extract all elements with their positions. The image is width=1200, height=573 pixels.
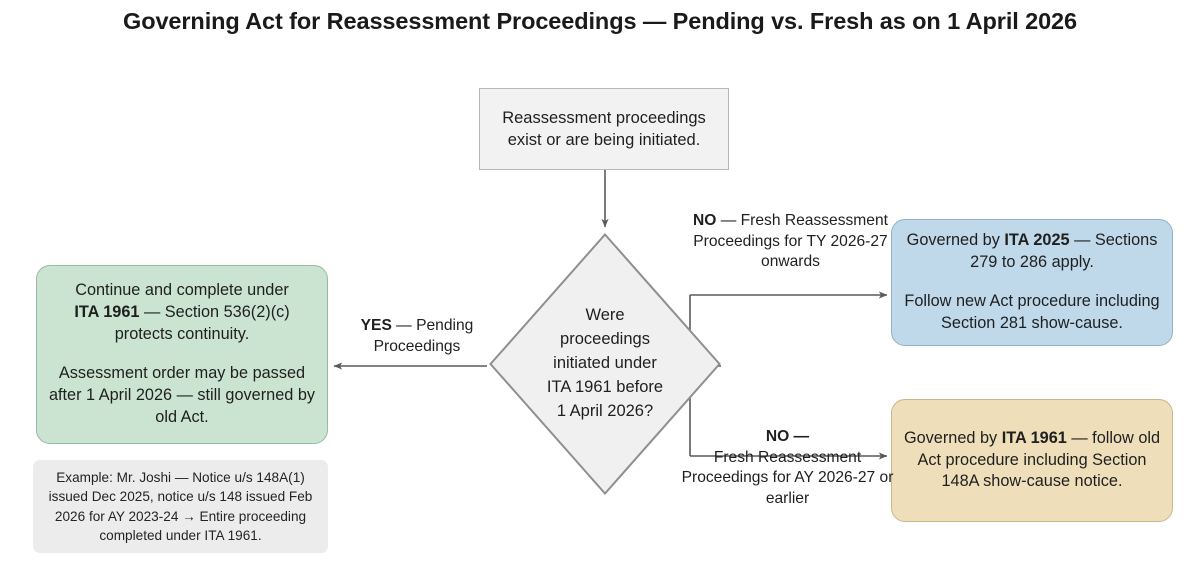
node-fresh-old-act: Governed by ITA 1961 — follow old Act pr… [891,399,1173,522]
new-act-paragraph-1: Governed by ITA 2025 — Sections 279 to 2… [902,230,1162,274]
pending-p1-bold: ITA 1961 [74,303,140,322]
edge-no-old-bold: NO — [765,428,810,445]
node-decision: Were proceedings initiated under ITA 196… [489,233,721,495]
edge-label-no-old-act: NO — Fresh Reassessment Proceedings for A… [680,427,895,510]
note-example: Example: Mr. Joshi — Notice u/s 148A(1) … [33,460,328,553]
new-act-p1-prefix: Governed by [906,231,1005,250]
edge-yes-rest: — Pending Proceedings [373,317,474,355]
edge-label-no-new-act: NO — Fresh Reassessment Proceedings for … [688,211,893,273]
edge-yes-bold: YES [360,317,392,334]
example-note-text: Example: Mr. Joshi — Notice u/s 148A(1) … [48,469,313,543]
decision-line-4: ITA 1961 before [546,377,664,396]
new-act-p1-bold: ITA 2025 [1004,231,1070,250]
edge-no-new-bold: NO [693,212,717,229]
diamond-shape [489,233,721,495]
decision-line-1: Were [585,306,625,325]
pending-paragraph-1: Continue and complete under ITA 1961 — S… [47,280,317,345]
pending-paragraph-2: Assessment order may be passed after 1 A… [48,364,316,426]
new-act-p1-suffix: — Sections 279 to 286 apply. [970,231,1158,272]
pending-p1-suffix: — Section 536(2)(c) protects continuity. [114,303,290,344]
edge-no-old-rest: Fresh Reassessment Proceedings for AY 20… [681,448,894,508]
decision-line-5: 1 April 2026? [556,401,654,420]
node-pending-outcome: Continue and complete under ITA 1961 — S… [36,265,328,444]
decision-line-2: proceedings [560,330,650,349]
page-title: Governing Act for Reassessment Proceedin… [123,8,1077,34]
node-fresh-new-act: Governed by ITA 2025 — Sections 279 to 2… [891,219,1173,346]
old-act-paragraph-1: Governed by ITA 1961 — follow old Act pr… [902,428,1162,493]
pending-p1-prefix: Continue and complete under [75,281,289,300]
decision-label: Were proceedings initiated under ITA 196… [515,304,695,424]
start-line-2: exist or are being initiated. [507,131,701,149]
old-act-p1-bold: ITA 1961 [1001,428,1067,447]
edge-label-yes-pending: YES — Pending Proceedings [322,316,512,357]
old-act-p1-prefix: Governed by [903,428,1002,447]
decision-line-3: initiated under [553,354,657,373]
node-start: Reassessment proceedings exist or are be… [479,88,729,170]
new-act-paragraph-2: Follow new Act procedure including Secti… [904,292,1160,332]
start-line-1: Reassessment proceedings [502,108,706,127]
old-act-p1-suffix: — follow old Act procedure including Sec… [917,428,1161,491]
edge-no-new-rest: — Fresh Reassessment Proceedings for TY … [693,212,888,271]
